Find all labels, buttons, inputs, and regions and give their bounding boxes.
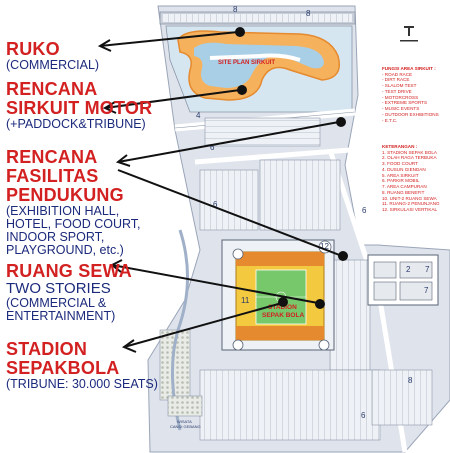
- zone-number: 2: [406, 265, 411, 274]
- stadion-map-label: SEPAK BOLA: [262, 312, 304, 319]
- parking-area: [371, 369, 433, 426]
- legend-item: 3. FOOD COURT: [382, 161, 418, 167]
- legend-item: - OUTDOOR EXHIBITIONS: [382, 111, 439, 117]
- label-title: FASILITAS: [6, 165, 99, 186]
- label-subtitle: PLAYGROUND, etc.): [6, 243, 124, 258]
- zone-number: 8: [233, 5, 238, 14]
- zone-number: 6: [210, 143, 215, 152]
- label-subtitle: (TRIBUNE: 30.000 SEATS): [6, 376, 158, 391]
- legend-item: - SLALOM TEST: [382, 83, 417, 89]
- site-plan-title: SITE PLAN SIRKUIT: [218, 60, 275, 66]
- zone-number: 8: [408, 376, 413, 385]
- callout-fasilitas: [115, 121, 343, 257]
- zone-number: 7: [424, 286, 429, 295]
- legend-item: 7. AREA CAMPURAN: [382, 184, 427, 190]
- legend-item: - TEST DRIVE: [382, 88, 412, 94]
- callout-dot: [278, 297, 288, 307]
- legend-item: 12. SIRKULASI VERTIKAL: [382, 207, 438, 213]
- zone-number: 7: [425, 265, 430, 274]
- zone-number: 6: [213, 200, 218, 209]
- road: [194, 147, 351, 165]
- label-subtitle: (EXHIBITION HALL,: [6, 203, 120, 218]
- legend-item: 10. UNIT-2 RUANG SEWA: [382, 195, 437, 201]
- label-subtitle: HOTEL, FOOD COURT,: [6, 216, 141, 231]
- label-title: SEPAKBOLA: [6, 357, 120, 378]
- legend-item: 5. AREA SIRKUIT: [382, 172, 419, 178]
- label-subtitle: (COMMERCIAL &: [6, 295, 107, 310]
- legend-item: - MUSIC EVENTS: [382, 106, 420, 112]
- label-title: RUANG SEWA: [6, 261, 133, 281]
- label-sirkuit: RENCANA SIRKUIT MOTOR (+PADDOCK&TRIBUNE): [6, 80, 152, 131]
- wisata-label: CANDI GEBANG: [170, 424, 201, 429]
- legend-item: 8. RUANG BENEFIT: [382, 189, 425, 195]
- parking-area: [259, 159, 341, 231]
- legend-item: 11. RUANG-2 PENUNJANG: [382, 201, 440, 207]
- legend-item: - E.T.C.: [382, 117, 398, 123]
- legend-item: 2. OLAH RAGA TERBUKA: [382, 155, 437, 161]
- callout-stadion: [121, 302, 283, 353]
- callout-ruko: [97, 31, 239, 52]
- legend-item: - DIRT RACE: [382, 77, 410, 83]
- zone-number: 6: [362, 206, 367, 215]
- label-stadion: STADION SEPAKBOLA (TRIBUNE: 30.000 SEATS…: [6, 340, 158, 391]
- label-ruang-sewa: RUANG SEWA TWO STORIES (COMMERCIAL & ENT…: [6, 262, 132, 323]
- north-arrow-icon: [400, 26, 418, 42]
- label-title: RUKO: [6, 39, 60, 59]
- legend-item: - EXTREME SPORTS: [382, 100, 428, 106]
- label-title: PENDUKUNG: [6, 184, 124, 205]
- label-title: RENCANA: [6, 147, 98, 167]
- legend-item: 4. DUSUN GIENDAN: [382, 166, 426, 172]
- legend-item: - ROAD RACE: [382, 71, 413, 77]
- label-subtitle: (+PADDOCK&TRIBUNE): [6, 116, 146, 131]
- label-subtitle: (COMMERCIAL): [6, 57, 100, 72]
- legend-fungsi: FUNGSI AREA SIRKUIT : - ROAD RACE - DIRT…: [382, 66, 439, 123]
- legend-keterangan: KETERANGAN : 1. STADION SEPAK BOLA 2. OL…: [382, 144, 440, 213]
- label-title: SIRKUIT MOTOR: [6, 97, 153, 118]
- label-fasilitas: RENCANA FASILITAS PENDUKUNG (EXHIBITION …: [6, 148, 141, 257]
- zone-number: 4: [196, 111, 201, 120]
- label-title: STADION: [6, 339, 88, 359]
- label-title: RENCANA: [6, 79, 98, 99]
- wisata-area: [167, 395, 203, 417]
- parking-area: [204, 117, 321, 147]
- callout-dot: [237, 85, 247, 95]
- legend-item: 6. PARKIR MOBIL: [382, 178, 420, 184]
- callout-dot: [338, 251, 348, 261]
- label-subtitle: INDOOR SPORT,: [6, 229, 105, 244]
- callout-sirkuit: [102, 89, 241, 114]
- parking-area: [329, 259, 371, 371]
- label-subtitle: ENTERTAINMENT): [6, 308, 116, 323]
- callout-dot: [315, 299, 325, 309]
- callout-ruang-sewa: [110, 259, 319, 304]
- label-ruko: RUKO (COMMERCIAL): [6, 40, 99, 72]
- callout-dot: [235, 27, 245, 37]
- zone-number: 12: [320, 242, 329, 251]
- stadion-map-label: STADION: [268, 304, 297, 311]
- legend-heading: KETERANGAN :: [382, 144, 418, 149]
- zone-number: 8: [306, 9, 311, 18]
- parking-area: [199, 369, 381, 441]
- wisata-label: WISATA: [177, 419, 192, 424]
- label-subtitle: TWO STORIES: [6, 279, 111, 297]
- legend-heading: FUNGSI AREA SIRKUIT :: [382, 66, 436, 71]
- zone-number: 6: [361, 411, 366, 420]
- legend-item: - MOTORCROSS: [382, 94, 419, 100]
- legend-item: 1. STADION SEPAK BOLA: [382, 149, 437, 155]
- zone-number: 11: [241, 296, 250, 305]
- callout-dot: [336, 117, 346, 127]
